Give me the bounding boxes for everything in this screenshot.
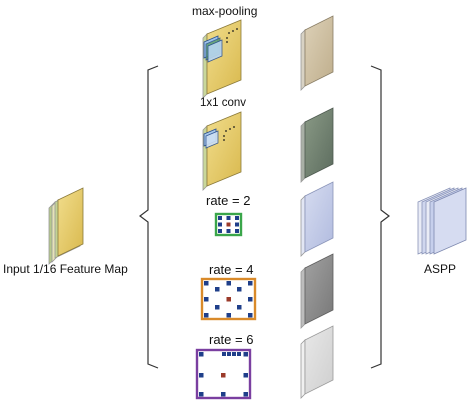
conv1x1-label: 1x1 conv <box>200 97 247 109</box>
rate4-kernel <box>200 277 257 321</box>
left-brace <box>139 65 159 369</box>
output-map-3 <box>300 181 334 257</box>
aspp-label: ASPP <box>424 262 457 276</box>
conv1x1-feature-map <box>202 111 242 191</box>
max-pooling-feature-map <box>202 19 242 99</box>
aspp-stack <box>417 187 467 255</box>
input-feature-map <box>48 187 84 265</box>
conv-kernel-block <box>203 128 219 149</box>
rate6-kernel <box>195 348 252 400</box>
max-pooling-label: max-pooling <box>192 4 258 18</box>
output-map-5 <box>300 325 334 399</box>
rate6-label: rate = 6 <box>209 332 254 347</box>
output-map-4 <box>300 253 334 329</box>
output-map-1 <box>300 15 334 91</box>
pooling-kernel-block <box>203 35 223 63</box>
rate2-label: rate = 2 <box>206 193 251 208</box>
right-brace <box>370 65 390 369</box>
input-feature-map-label: Input 1/16 Feature Map <box>3 262 128 276</box>
rate4-label: rate = 4 <box>209 262 254 277</box>
rate2-kernel <box>214 212 243 237</box>
output-map-2 <box>300 107 334 183</box>
